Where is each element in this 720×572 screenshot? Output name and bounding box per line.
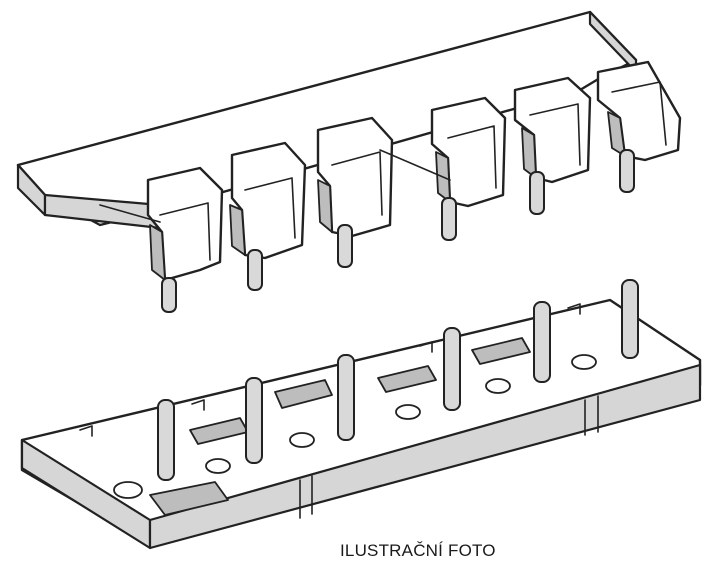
upper-pin-3 xyxy=(337,224,353,268)
comb-finger-1 xyxy=(99,166,224,313)
comb-finger-5 xyxy=(513,76,592,215)
base-hole-3 xyxy=(289,432,315,448)
comb-finger-4 xyxy=(379,96,507,241)
upper-pin-6 xyxy=(619,149,635,193)
lower-pin-2 xyxy=(245,377,263,464)
lower-pin-1 xyxy=(157,399,175,481)
base-hole-1 xyxy=(113,481,143,499)
base-hole-5 xyxy=(485,378,511,394)
comb-finger-3 xyxy=(316,116,394,268)
lower-pin-4 xyxy=(443,327,461,411)
comb-finger-2 xyxy=(229,141,307,291)
comb-bar-lower xyxy=(20,279,702,550)
upper-pin-2 xyxy=(247,249,263,291)
lower-pin-3 xyxy=(337,354,355,441)
upper-pin-5 xyxy=(529,171,545,215)
upper-pin-1 xyxy=(161,277,177,313)
comb-bar-upper xyxy=(16,10,682,313)
illustration-caption: ILUSTRAČNÍ FOTO xyxy=(340,541,496,560)
lower-pin-6 xyxy=(621,279,639,359)
comb-finger-6 xyxy=(596,60,682,193)
upper-pin-4 xyxy=(441,197,457,241)
base-hole-6 xyxy=(571,354,597,370)
base-hole-2 xyxy=(205,458,231,474)
base-hole-4 xyxy=(395,404,421,420)
lower-pin-5 xyxy=(533,301,551,383)
